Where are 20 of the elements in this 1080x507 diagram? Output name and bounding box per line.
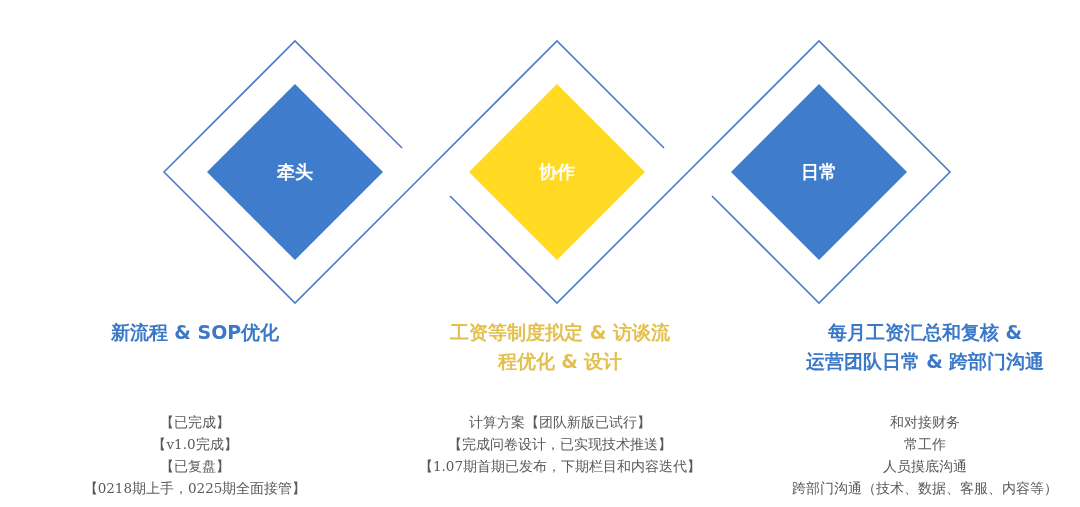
diamond-node — [207, 84, 383, 260]
diamond-node — [731, 84, 907, 260]
status-note: 常工作 — [904, 435, 946, 453]
diamond-label: 协作 — [539, 161, 575, 183]
status-note: 跨部门沟通（技术、数据、客服、内容等） — [792, 479, 1058, 497]
status-note: 【已完成】 — [160, 413, 230, 431]
column-heading: 新流程 & SOP优化 — [110, 320, 280, 345]
status-note: 和对接财务 — [890, 413, 960, 431]
diamond-node — [469, 84, 645, 260]
status-note: 【完成问卷设计，已实现技术推送】 — [448, 435, 672, 453]
status-note: 【0218期上手，0225期全面接管】 — [83, 479, 307, 497]
status-note: 【1.07期首期已发布，下期栏目和内容迭代】 — [418, 457, 702, 475]
diamond-label: 日常 — [801, 161, 837, 183]
status-note: 计算方案【团队新版已试行】 — [469, 413, 651, 431]
column-heading: 工资等制度拟定 & 访谈流程优化 & 设计 — [449, 320, 671, 374]
column-heading: 每月工资汇总和复核 & 运营团队日常 & 跨部门沟通 — [804, 320, 1046, 374]
diamond-label: 牵头 — [277, 161, 313, 183]
status-note: 【v1.0完成】 — [152, 435, 238, 453]
status-note: 【已复盘】 — [160, 457, 230, 475]
status-note: 人员摸底沟通 — [883, 457, 967, 475]
